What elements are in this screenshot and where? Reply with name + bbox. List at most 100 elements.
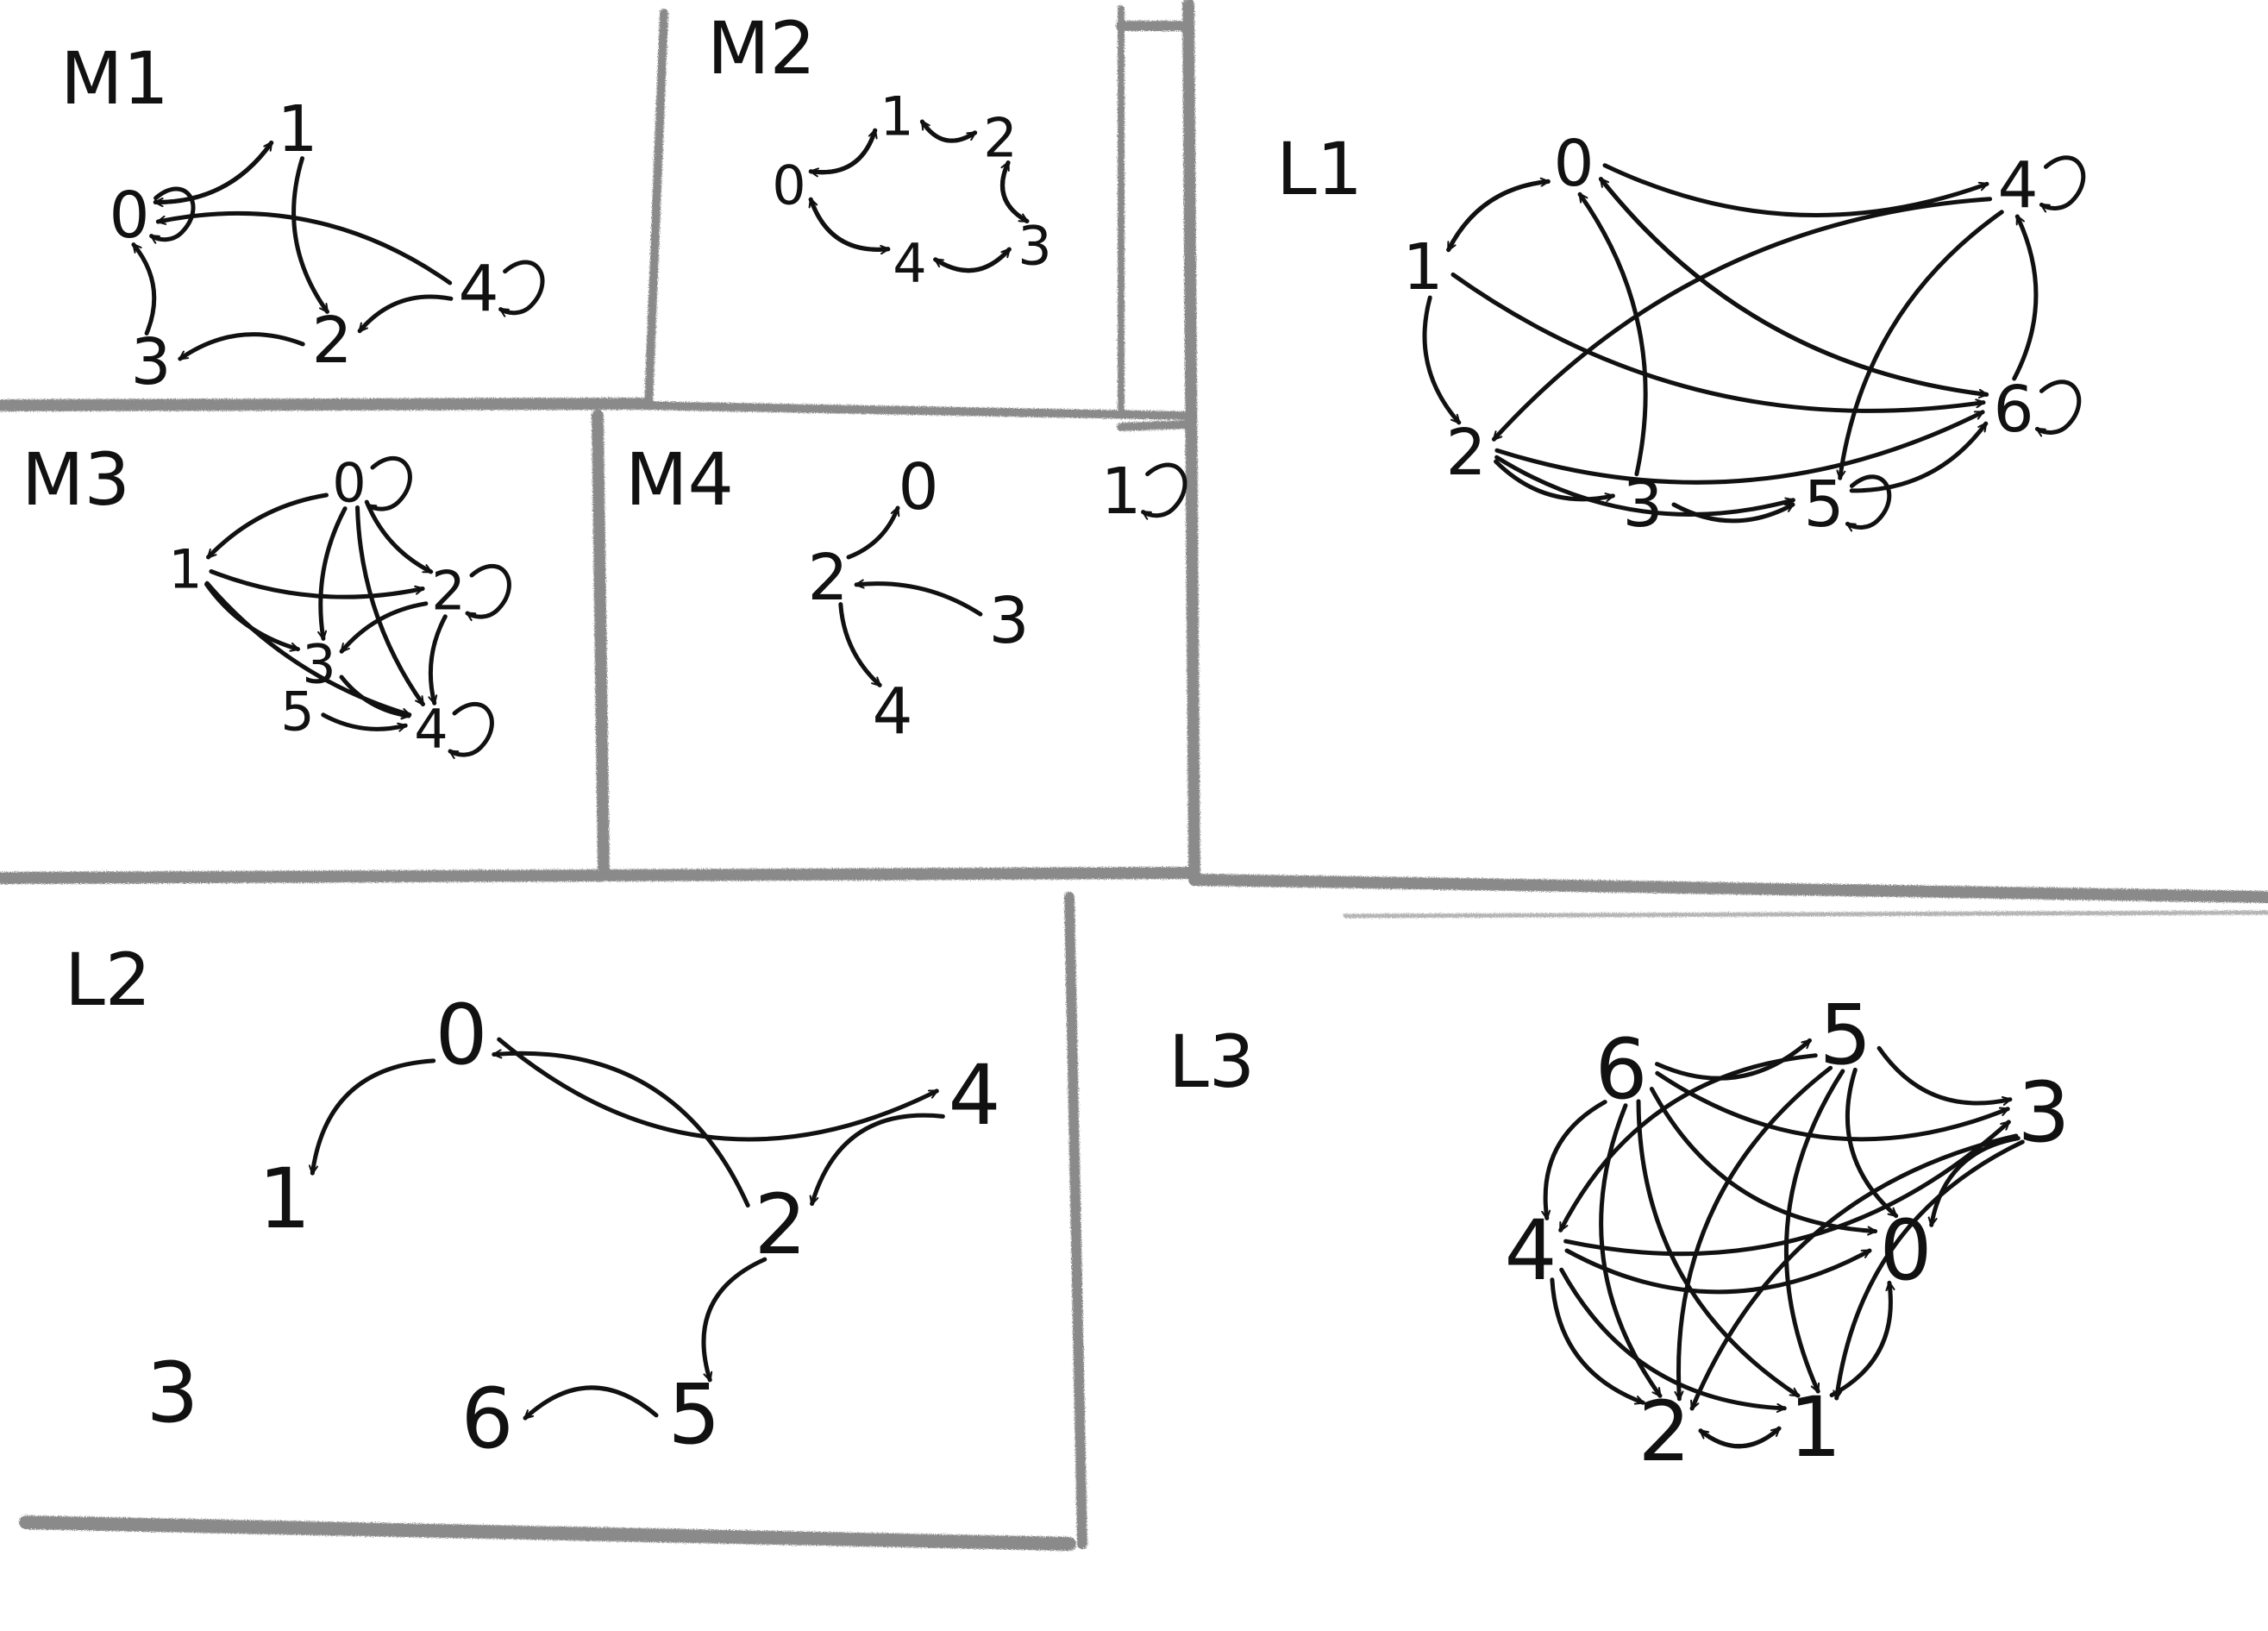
edge-l1-n6-n0 bbox=[1598, 177, 1989, 397]
node-l3-n5: 5 bbox=[1819, 987, 1871, 1083]
panel-dividers bbox=[0, 0, 2268, 1551]
divider-m2-left bbox=[644, 9, 668, 410]
edge-m4-n2-n4 bbox=[838, 602, 882, 687]
panel-title-l2: L2 bbox=[65, 938, 151, 1022]
node-l2-n0: 0 bbox=[435, 987, 487, 1083]
edge-l3-n3-n1 bbox=[1837, 1139, 2025, 1401]
node-m2-n1: 1 bbox=[880, 85, 913, 148]
edge-m1-n4-n2 bbox=[357, 294, 454, 334]
node-l2-n5: 5 bbox=[667, 1366, 720, 1463]
edge-m4-n2-n0 bbox=[846, 505, 900, 560]
edge-l2-n0-n4 bbox=[497, 1037, 939, 1142]
divider-m4-right-top bbox=[1117, 420, 1193, 431]
self-loop-m1-n0 bbox=[149, 186, 196, 240]
edge-l3-n4-n3 bbox=[1563, 1120, 2011, 1257]
node-m2-n2: 2 bbox=[983, 107, 1017, 170]
node-m3-n5: 5 bbox=[280, 681, 314, 743]
node-m1-n0: 0 bbox=[109, 179, 149, 253]
divider-l1-l3 bbox=[1188, 874, 2268, 903]
node-l3-n2: 2 bbox=[1638, 1383, 1690, 1480]
edge-l1-n1-n6 bbox=[1450, 272, 1986, 413]
edge-m1-n1-n2 bbox=[291, 156, 329, 314]
edge-l3-n6-n4 bbox=[1545, 1100, 1607, 1220]
edge-m1-n4-n0 bbox=[155, 210, 453, 285]
edge-l1-n5-n6 bbox=[1849, 421, 1989, 493]
node-m1-n4: 4 bbox=[458, 252, 498, 326]
edge-l3-n3-n0 bbox=[1932, 1136, 2021, 1227]
edge-l2-n0-n1 bbox=[312, 1058, 436, 1176]
edge-l3-n3-n2 bbox=[1689, 1133, 2019, 1411]
node-m4-n2: 2 bbox=[807, 541, 848, 615]
edge-l2-n2-n5 bbox=[701, 1257, 767, 1383]
node-m1-n1: 1 bbox=[277, 92, 317, 166]
node-l3-n3: 3 bbox=[2017, 1064, 2070, 1161]
node-m1-n2: 2 bbox=[311, 304, 352, 378]
edge-l1-n0-n4 bbox=[1602, 163, 1989, 217]
panel-title-m2: M2 bbox=[707, 6, 816, 91]
divider-m2-m4 bbox=[634, 401, 1194, 420]
edge-l2-n2-n0 bbox=[492, 1053, 750, 1208]
edge-l1-n0-n1 bbox=[1446, 179, 1551, 253]
edge-m3-n1-n4 bbox=[204, 580, 412, 714]
edge-l1-n2-n3 bbox=[1494, 459, 1615, 499]
edge-l1-n3-n0 bbox=[1577, 191, 1648, 477]
edge-l3-n4-n0 bbox=[1564, 1248, 1872, 1295]
divider-top-row-bottom bbox=[0, 867, 1200, 884]
edge-m3-n1-n2 bbox=[209, 569, 425, 599]
edge-m2-n4-n0 bbox=[811, 197, 891, 252]
node-m3-n3: 3 bbox=[302, 633, 335, 696]
self-loop-m1-n4 bbox=[498, 260, 545, 313]
edge-m3-n5-n4 bbox=[321, 712, 408, 730]
divider-m2-l1 bbox=[1182, 0, 1200, 886]
edge-m2-n1-n0 bbox=[808, 128, 878, 172]
node-l1-n2: 2 bbox=[1445, 416, 1486, 490]
panel-title-m4: M4 bbox=[625, 437, 734, 522]
node-l2-n1: 1 bbox=[258, 1151, 310, 1247]
edge-l3-n1-n2 bbox=[1698, 1426, 1782, 1449]
edge-m3-n0-n4 bbox=[355, 505, 425, 706]
edge-m3-n0-n3 bbox=[321, 506, 348, 641]
edge-l3-n1-n0 bbox=[1829, 1280, 1890, 1398]
divider-m3-m4 bbox=[592, 410, 610, 877]
node-m3-n4: 4 bbox=[414, 698, 448, 761]
panel-title-l1: L1 bbox=[1276, 127, 1363, 211]
node-l2-n6: 6 bbox=[460, 1371, 513, 1467]
self-loop-m3-n2 bbox=[465, 563, 511, 617]
node-l1-n3: 3 bbox=[1622, 467, 1663, 542]
self-loop-m4-n1 bbox=[1141, 462, 1187, 516]
node-m2-n0: 0 bbox=[772, 154, 805, 217]
edge-l2-n4-n2 bbox=[812, 1113, 945, 1207]
edge-l1-n4-n5 bbox=[1840, 210, 2004, 480]
edge-l3-n6-n1 bbox=[1636, 1099, 1801, 1398]
edge-m1-n1-n0 bbox=[153, 141, 274, 203]
graph-layer bbox=[131, 119, 2086, 1449]
divider-l2-bottom bbox=[19, 1515, 1076, 1551]
self-loop-m3-n4 bbox=[448, 701, 494, 755]
node-m2-n4: 4 bbox=[893, 232, 926, 295]
edge-l3-n6-n5 bbox=[1655, 1038, 1812, 1081]
edge-l2-n5-n6 bbox=[523, 1385, 659, 1421]
edge-l1-n1-n2 bbox=[1422, 295, 1462, 425]
edge-l1-n2-n5 bbox=[1494, 455, 1795, 517]
edge-m1-n3-n0 bbox=[131, 242, 157, 336]
node-m3-n2: 2 bbox=[431, 560, 465, 623]
edge-l3-n6-n3 bbox=[1655, 1070, 2010, 1142]
edge-l3-n5-n2 bbox=[1678, 1065, 1833, 1402]
edge-m3-n0-n2 bbox=[364, 499, 434, 574]
edge-l3-n4-n1 bbox=[1559, 1267, 1787, 1408]
node-m4-n0: 0 bbox=[898, 450, 938, 524]
self-loop-l1-n4 bbox=[2039, 155, 2086, 209]
node-l3-n6: 6 bbox=[1594, 1021, 1647, 1118]
node-m4-n4: 4 bbox=[872, 674, 912, 749]
edge-l1-n1-n0 bbox=[1446, 181, 1551, 253]
node-m3-n1: 1 bbox=[168, 538, 202, 601]
edge-l1-n2-n6 bbox=[1494, 410, 1985, 485]
edge-m3-n2-n4 bbox=[430, 614, 448, 706]
panel-title-m1: M1 bbox=[60, 36, 169, 121]
edge-l1-n4-n2 bbox=[1491, 197, 1993, 442]
node-l3-n1: 1 bbox=[1789, 1379, 1841, 1476]
divider-l2-right bbox=[1064, 892, 1087, 1549]
divider-l1-l3-faint bbox=[1343, 910, 2268, 919]
